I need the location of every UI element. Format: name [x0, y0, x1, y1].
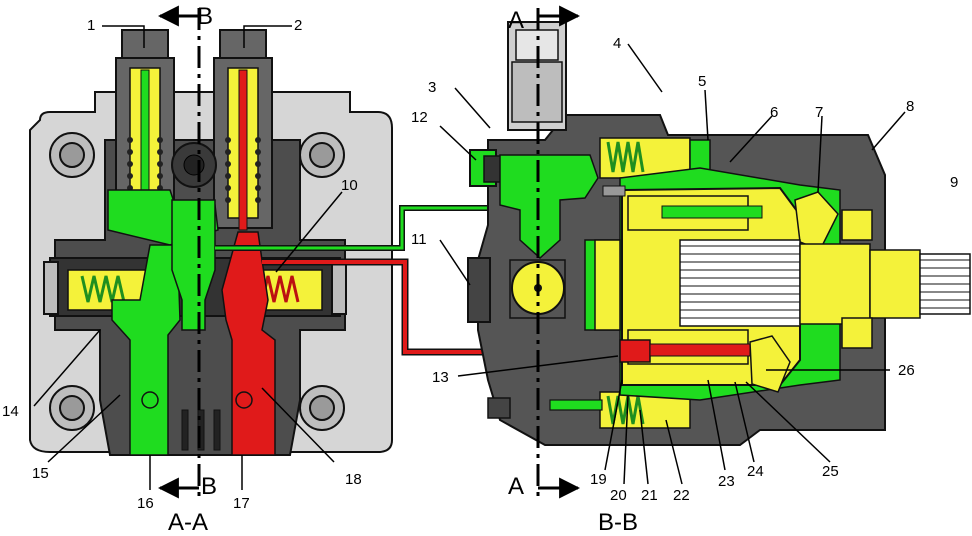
callout-2: 2 — [294, 17, 302, 34]
callout-10: 10 — [341, 177, 358, 194]
callout-26: 26 — [898, 362, 915, 379]
leader-lines — [33, 25, 906, 490]
callout-23: 23 — [718, 473, 735, 490]
callout-6: 6 — [770, 104, 778, 121]
callout-3: 3 — [428, 79, 436, 96]
view-caption-b-b: B-B — [598, 509, 638, 536]
callout-1: 1 — [87, 17, 95, 34]
callout-17: 17 — [233, 495, 250, 512]
cut-label-b-top: B — [197, 3, 213, 30]
callout-25: 25 — [822, 463, 839, 480]
callout-9: 9 — [950, 174, 958, 191]
callout-15: 15 — [32, 465, 49, 482]
red-port-channel — [221, 231, 276, 456]
callout-24: 24 — [747, 463, 764, 480]
callout-20: 20 — [610, 487, 627, 504]
callout-7: 7 — [815, 104, 823, 121]
callout-12: 12 — [411, 109, 428, 126]
green-center-gallery — [171, 199, 216, 331]
bearing-top — [841, 209, 873, 241]
callout-4: 4 — [613, 35, 621, 52]
cut-label-a-top: A — [508, 7, 524, 34]
cut-label-a-bottom: A — [508, 473, 524, 500]
callout-labels: 1 2 3 4 5 6 7 8 9 10 11 12 13 14 15 16 1… — [2, 17, 958, 512]
callout-11: 11 — [411, 231, 427, 248]
mounting-bolts-left — [49, 132, 345, 431]
view-caption-a-a: A-A — [168, 509, 208, 536]
callout-5: 5 — [698, 73, 706, 90]
callout-22: 22 — [673, 487, 690, 504]
callout-8: 8 — [906, 98, 914, 115]
callout-21: 21 — [641, 487, 658, 504]
callout-14: 14 — [2, 403, 19, 420]
section-view-a-a — [29, 5, 393, 500]
section-letters: B B A A A-A B-B — [168, 3, 638, 536]
callout-19: 19 — [590, 471, 607, 488]
drive-shaft — [679, 239, 801, 327]
cartridge-right — [213, 29, 273, 231]
callout-18: 18 — [345, 471, 362, 488]
port-11 — [467, 257, 491, 323]
callout-16: 16 — [137, 495, 154, 512]
section-view-b-b — [467, 5, 971, 500]
cut-label-b-bottom: B — [201, 473, 217, 500]
callout-13: 13 — [432, 369, 449, 386]
green-passage-block — [499, 154, 599, 260]
